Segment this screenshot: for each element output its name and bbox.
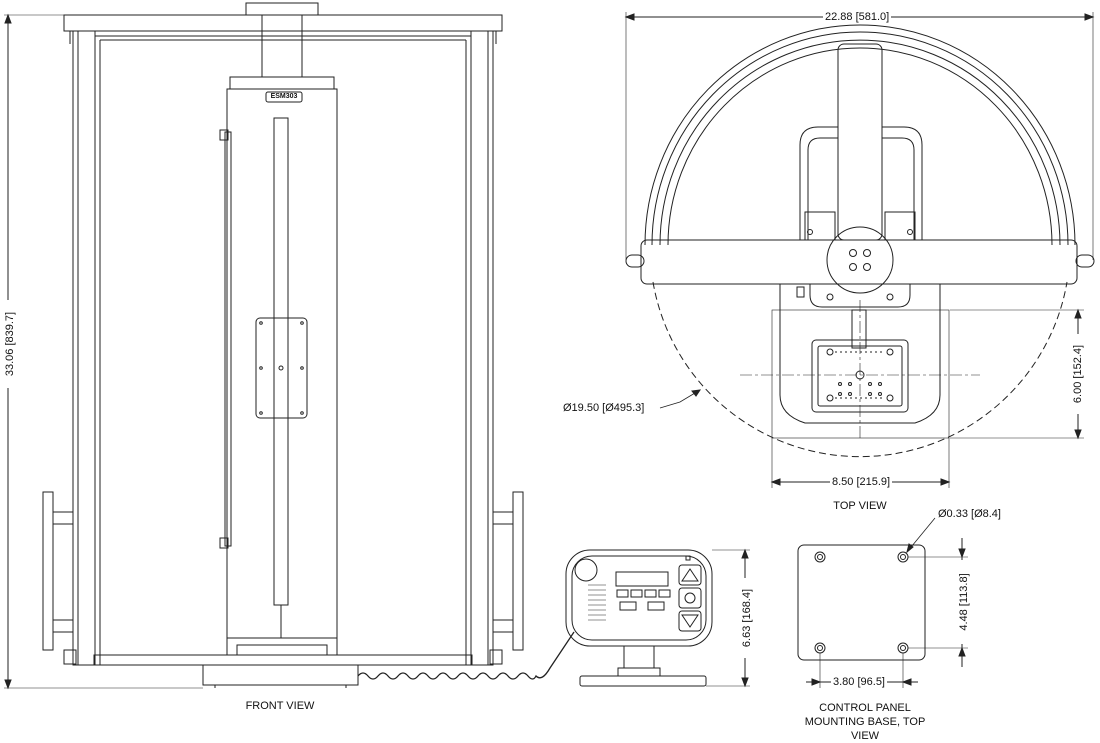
crosshead-plate <box>255 317 308 419</box>
left-handle <box>42 491 54 651</box>
control-panel-height-dimension: 6.63 [168.4] <box>741 578 753 658</box>
mounting-height-dimension: 4.48 [113.8] <box>958 560 970 644</box>
central-column <box>226 88 338 656</box>
right-handle <box>512 491 524 651</box>
control-panel <box>565 548 750 688</box>
top-clamp <box>245 2 319 16</box>
display-window <box>615 571 669 587</box>
diameter-dimension: Ø19.50 [Ø495.3] <box>563 402 645 414</box>
dashed-diameter <box>652 281 1068 458</box>
column-arm <box>837 43 883 241</box>
control-panel-body <box>565 549 713 647</box>
mounting-base-plate <box>797 544 926 661</box>
right-frame-post <box>470 30 494 666</box>
leadscrew <box>273 117 289 606</box>
guide-rail <box>224 131 232 547</box>
front-height-dimension: 33.06 [839.7] <box>4 300 16 388</box>
knob <box>574 558 598 582</box>
panel-stand <box>623 645 655 669</box>
panel-base <box>579 675 707 687</box>
central-hub <box>826 226 894 294</box>
model-label: ESM303 <box>270 93 298 100</box>
mounting-base-caption: CONTROL PANEL MOUNTING BASE, TOP VIEW <box>804 702 926 742</box>
mounting-base <box>797 517 968 688</box>
top-view <box>624 12 1095 488</box>
central-column-top <box>261 14 303 78</box>
model-badge <box>265 91 303 103</box>
up-button <box>678 564 702 586</box>
base-width-dimension: 8.50 [215.9] <box>830 476 893 488</box>
stop-button <box>678 587 702 609</box>
left-frame-post <box>72 30 96 666</box>
top-plate <box>63 14 503 32</box>
frame-arc <box>644 24 1076 246</box>
column-cap <box>229 76 335 90</box>
mounting-width-dimension: 3.80 [96.5] <box>831 676 887 688</box>
top-view-caption: TOP VIEW <box>833 500 887 512</box>
hole-diameter-dimension: Ø0.33 [Ø8.4] <box>938 508 1001 520</box>
top-width-dimension: 22.88 [581.0] <box>823 11 892 23</box>
base-plate <box>202 664 359 686</box>
front-view <box>4 2 524 690</box>
cross-bar <box>640 239 1078 285</box>
top-depth-dimension: 6.00 [152.4] <box>1072 334 1084 414</box>
down-button <box>678 610 702 632</box>
coiled-cable <box>357 631 575 680</box>
front-view-caption: FRONT VIEW <box>245 700 315 712</box>
base-outline <box>771 309 950 439</box>
